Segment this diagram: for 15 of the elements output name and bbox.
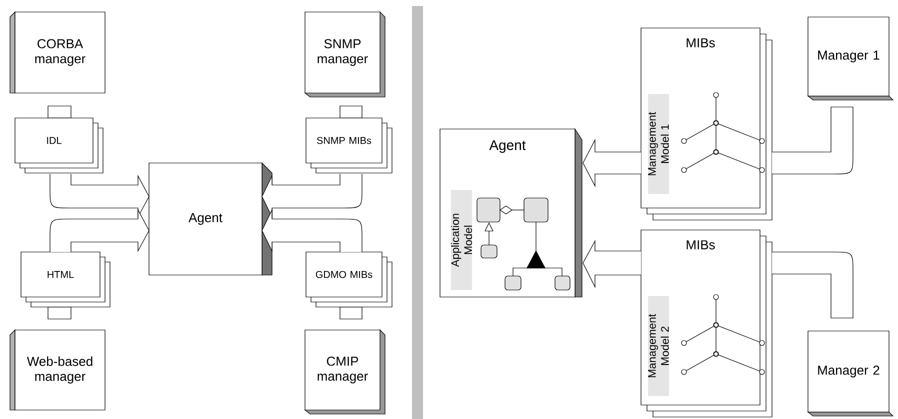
pipe-connector	[772, 106, 854, 174]
document-stack: HTML	[20, 252, 110, 320]
document-stack: GDMO MIBs	[306, 252, 392, 320]
pipe-connector	[772, 252, 854, 318]
block-arrow	[582, 138, 642, 188]
manager-box: SNMP manager	[304, 12, 386, 98]
manager-box: CMIP manager	[304, 330, 386, 414]
model-label-band: Management Model 2	[648, 296, 669, 396]
model-label-band: Application Model	[450, 190, 472, 290]
block-arrow	[262, 210, 362, 252]
block-arrow	[582, 240, 642, 288]
document-stack: SNMP MIBs	[306, 106, 392, 174]
model-label-band: Management Model 1	[648, 94, 669, 194]
document-stack: IDL	[14, 106, 104, 174]
block-arrow	[50, 210, 150, 252]
